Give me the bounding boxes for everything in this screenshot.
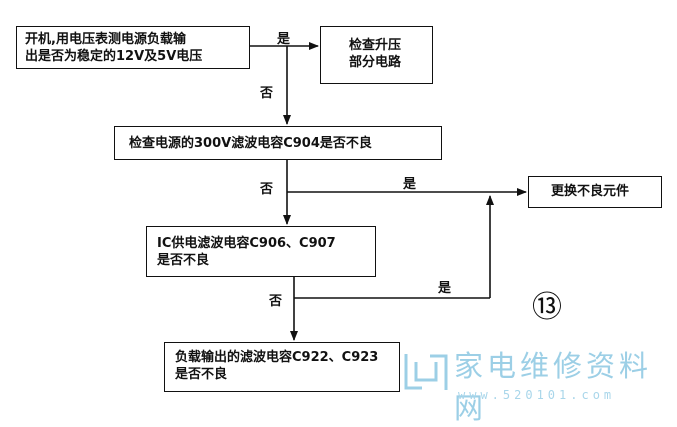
watermark-logo-icon: [404, 354, 448, 390]
box-check-c904: 检查电源的300V滤波电容C904是否不良: [114, 126, 442, 160]
label-no-2: 否: [260, 182, 274, 197]
box-check-c906-c907-line2: 是否不良: [157, 253, 210, 268]
box-check-c906-c907-line1: IC供电滤波电容C906、C907: [157, 236, 336, 251]
box-check-c922-c923: 负载输出的滤波电容C922、C923 是否不良: [164, 342, 400, 392]
box-check-c922-c923-line1: 负载输出的滤波电容C922、C923: [175, 350, 379, 365]
box-check-voltage-line2: 出是否为稳定的12V及5V电压: [25, 49, 203, 64]
box-check-c904-line1: 检查电源的300V滤波电容C904是否不良: [129, 136, 372, 151]
label-no-1: 否: [260, 86, 274, 101]
box-replace-part-line1: 更换不良元件: [551, 184, 630, 199]
box-check-c922-c923-line2: 是否不良: [175, 367, 228, 382]
label-yes-2: 是: [403, 177, 417, 192]
box-check-boost-line2: 部分电路: [349, 55, 402, 70]
label-yes-3: 是: [438, 281, 452, 296]
box-check-boost: 检查升压 部分电路: [320, 26, 433, 84]
watermark-text: 家电维修资料网: [454, 349, 653, 425]
box-check-voltage-line1: 开机,用电压表测电源负载输: [25, 32, 186, 47]
box-replace-part: 更换不良元件: [528, 176, 662, 208]
label-no-3: 否: [269, 294, 283, 309]
watermark-url: www.520101.com: [458, 388, 616, 402]
box-check-boost-line1: 检查升压: [349, 38, 402, 53]
box-check-voltage: 开机,用电压表测电源负载输 出是否为稳定的12V及5V电压: [16, 26, 250, 69]
box-check-c906-c907: IC供电滤波电容C906、C907 是否不良: [146, 226, 376, 277]
label-yes-1: 是: [277, 32, 291, 47]
step-number: ⑬: [532, 290, 562, 325]
